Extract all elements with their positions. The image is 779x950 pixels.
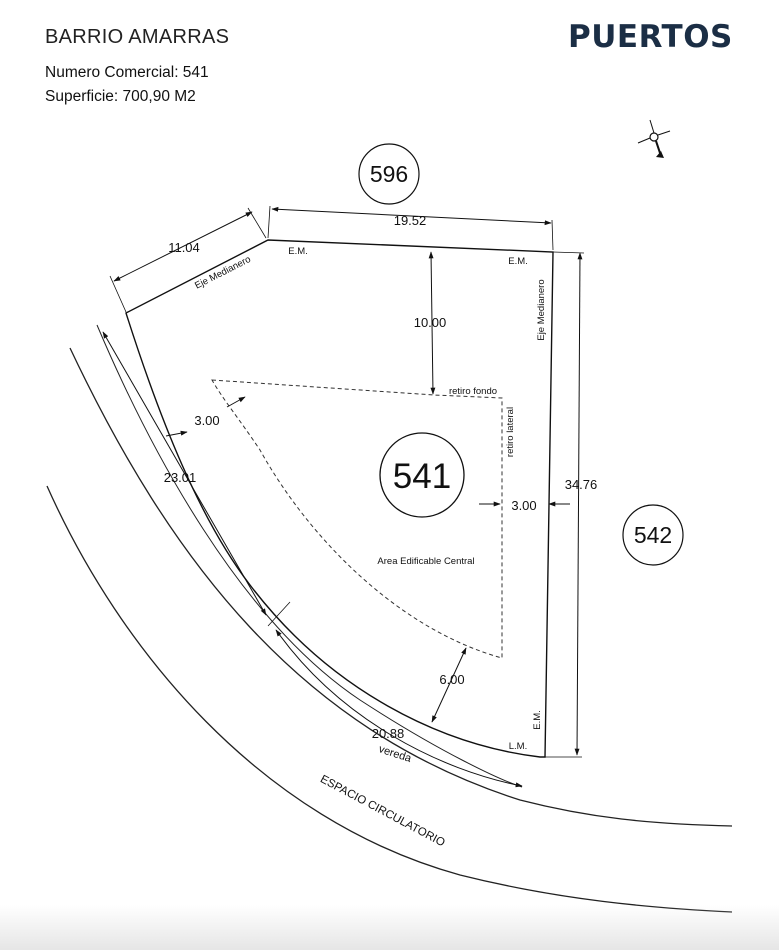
dim-line-northwest xyxy=(113,211,253,282)
dim-line-south xyxy=(275,629,523,788)
neighbor-north-circle xyxy=(358,143,420,205)
dim-east-label: 34.76 xyxy=(565,477,598,492)
vereda-label: vereda xyxy=(377,743,414,765)
bottom-fade xyxy=(0,905,779,950)
dim-line-front-setback xyxy=(431,647,467,723)
dim-line-north xyxy=(271,206,552,226)
street-label: ESPACIO CIRCULATORIO xyxy=(318,773,447,849)
em-label-northwest: E.M. xyxy=(288,246,308,257)
compass-icon xyxy=(637,119,671,158)
em-label-southeast: E.M. xyxy=(532,710,543,730)
buildable-area-label: Area Edificable Central xyxy=(377,556,474,567)
dim-line-left-setback-b xyxy=(165,430,188,437)
setback-front-label: 6.00 xyxy=(439,672,464,687)
buildable-area xyxy=(211,379,503,659)
main-lot-number: 541 xyxy=(393,457,451,496)
lot-area: Superficie: 700,90 M2 xyxy=(45,88,196,105)
dim-south-label: 20.88 xyxy=(372,726,405,741)
neighbor-east-number: 542 xyxy=(634,522,672,548)
lm-label: L.M. xyxy=(509,741,527,752)
dim-west-label: 23.01 xyxy=(164,470,197,485)
neighbor-north-number: 596 xyxy=(370,161,408,187)
eje-medianero-northwest: Eje Medianero xyxy=(193,254,253,292)
retiro-lateral-label: retiro lateral xyxy=(505,407,516,457)
retiro-fondo-label: retiro fondo xyxy=(449,386,497,397)
dim-line-back-setback xyxy=(428,251,436,395)
setback-back-label: 10.00 xyxy=(414,315,447,330)
neighborhood-title: BARRIO AMARRAS xyxy=(45,26,230,48)
neighbor-east-circle xyxy=(622,504,684,566)
dim-line-left-setback-a xyxy=(226,396,246,408)
brand-logo: PUERTOS xyxy=(568,19,733,55)
main-lot-circle xyxy=(379,432,465,518)
dim-line-west xyxy=(102,331,267,616)
eje-medianero-east: Eje Medianero xyxy=(536,279,547,340)
dim-north-label: 19.52 xyxy=(394,213,427,228)
dim-line-east xyxy=(574,252,583,756)
setback-right-label: 3.00 xyxy=(511,498,536,513)
commercial-number: Numero Comercial: 541 xyxy=(45,64,209,81)
dim-northwest-label: 11.04 xyxy=(168,240,200,255)
em-label-northeast: E.M. xyxy=(508,256,528,267)
setback-left-label: 3.00 xyxy=(194,413,219,428)
lot-boundary xyxy=(125,239,554,758)
street-curve-lower xyxy=(46,485,733,913)
